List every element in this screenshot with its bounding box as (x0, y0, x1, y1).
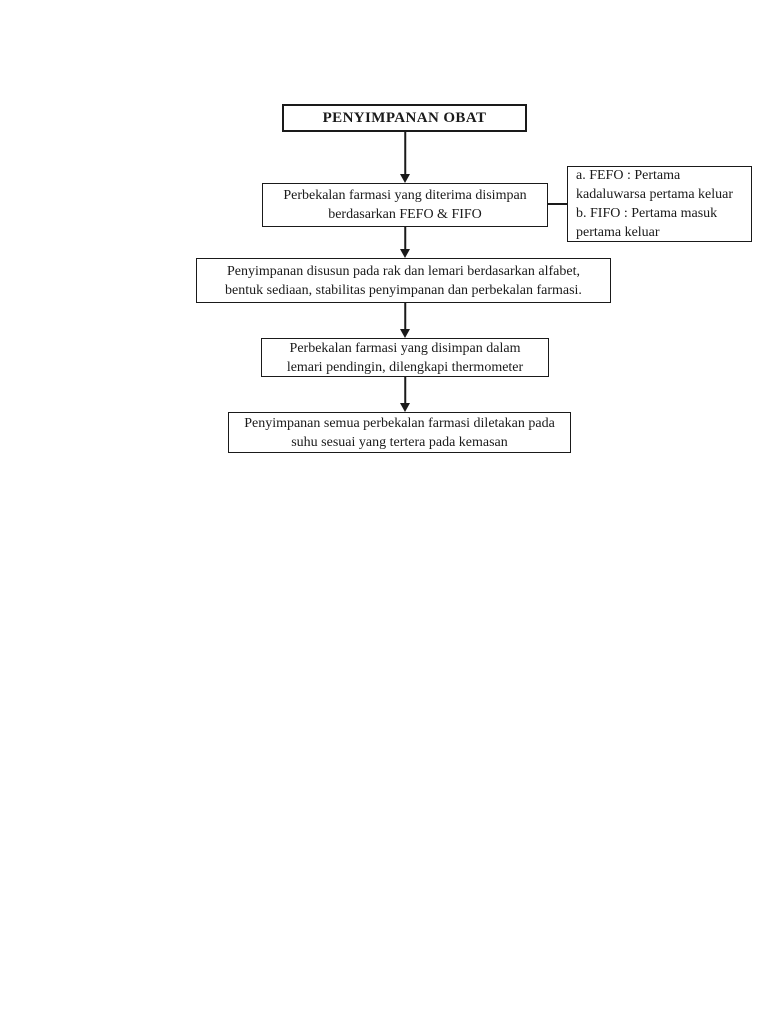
flow-node-receive-text: Perbekalan farmasi yang diterima disimpa… (283, 188, 527, 222)
flow-node-fefo-fifo-note: a. FEFO : Pertama kadaluwarsa pertama ke… (567, 166, 752, 242)
flow-arrow-down-2 (399, 227, 411, 258)
flow-node-fefo-fifo-note-text: a. FEFO : Pertama kadaluwarsa pertama ke… (576, 168, 734, 240)
flow-arrow-down-3 (399, 303, 411, 338)
flow-arrow-down-1 (399, 132, 411, 183)
arrow-line (404, 227, 406, 251)
arrow-head-icon (400, 329, 410, 338)
arrow-line (404, 132, 406, 176)
arrow-head-icon (400, 249, 410, 258)
arrow-head-icon (400, 403, 410, 412)
flow-node-title-text: PENYIMPANAN OBAT (322, 109, 487, 126)
flow-arrow-down-4 (399, 377, 411, 412)
arrow-line (404, 377, 406, 405)
flow-node-temperature-text: Penyimpanan semua perbekalan farmasi dil… (244, 415, 555, 450)
connector-line-to-note (548, 203, 567, 205)
flow-node-arrange-text: Penyimpanan disusun pada rak dan lemari … (225, 263, 582, 298)
flow-node-fridge-text: Perbekalan farmasi yang disimpan dalam l… (286, 340, 524, 375)
flow-node-title: PENYIMPANAN OBAT (282, 104, 527, 132)
flow-node-arrange: Penyimpanan disusun pada rak dan lemari … (196, 258, 611, 303)
flow-node-receive: Perbekalan farmasi yang diterima disimpa… (262, 183, 548, 227)
arrow-head-icon (400, 174, 410, 183)
flow-node-fridge: Perbekalan farmasi yang disimpan dalam l… (261, 338, 549, 377)
arrow-line (404, 303, 406, 331)
flow-node-temperature: Penyimpanan semua perbekalan farmasi dil… (228, 412, 571, 453)
